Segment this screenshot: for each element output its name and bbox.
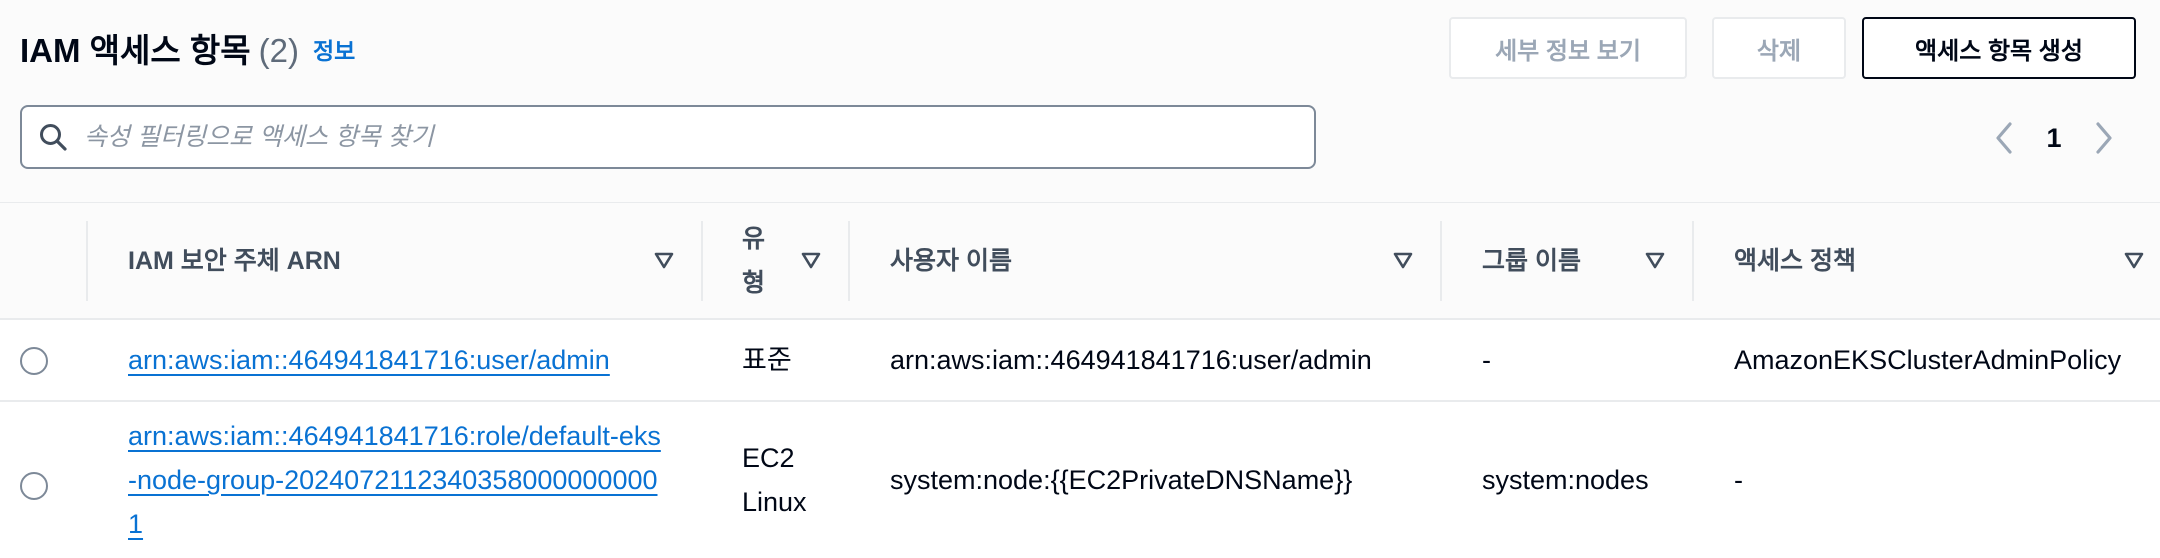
column-divider (1692, 221, 1694, 301)
column-header-label: IAM 보안 주체 ARN (128, 247, 341, 275)
sort-caret-icon (2124, 252, 2144, 269)
entry-count: (2) (258, 32, 299, 69)
type-cell: EC2 Linux (742, 443, 807, 517)
group-cell: system:nodes (1482, 465, 1649, 495)
principal-arn-link[interactable]: arn:aws:iam::464941841716:role/default-e… (128, 421, 661, 539)
row-select-radio[interactable] (20, 472, 48, 500)
column-header-label: 유형 (742, 225, 766, 297)
page-title: IAM 액세스 항목(2) 정보 (20, 24, 355, 72)
policy-cell: AmazonEKSClusterAdminPolicy (1734, 345, 2122, 375)
column-header-label: 사용자 이름 (890, 247, 1012, 275)
sort-caret-icon (654, 252, 674, 269)
username-cell: arn:aws:iam::464941841716:user/admin (890, 345, 1372, 375)
column-divider (848, 221, 850, 301)
filter-search-box (20, 105, 1316, 169)
sort-caret-icon (801, 252, 821, 269)
info-link[interactable]: 정보 (312, 38, 356, 64)
column-header-principal-arn[interactable]: IAM 보안 주체 ARN (128, 203, 674, 319)
page-title-text: IAM 액세스 항목 (20, 32, 251, 69)
group-cell: - (1482, 345, 1491, 375)
username-cell: system:node:{{EC2PrivateDNSName}} (890, 465, 1353, 495)
sort-caret-icon (1393, 252, 1413, 269)
row-select-radio[interactable] (20, 347, 48, 375)
next-page-button[interactable] (2084, 112, 2124, 164)
principal-arn-cell: arn:aws:iam::464941841716:role/default-e… (128, 402, 668, 558)
policy-cell: - (1734, 465, 1743, 495)
delete-button[interactable]: 삭제 (1712, 17, 1846, 79)
column-header-group[interactable]: 그룹 이름 (1482, 203, 1665, 319)
column-divider (86, 221, 88, 301)
current-page-number[interactable]: 1 (2046, 122, 2062, 153)
chevron-left-icon (1996, 122, 2012, 154)
column-header-label: 그룹 이름 (1482, 247, 1581, 275)
view-details-button[interactable]: 세부 정보 보기 (1449, 17, 1687, 79)
access-entries-header: IAM 액세스 항목(2) 정보 세부 정보 보기 삭제 액세스 항목 생성 1 (0, 0, 2160, 202)
column-header-username[interactable]: 사용자 이름 (890, 203, 1413, 319)
chevron-right-icon (2096, 122, 2112, 154)
principal-arn-cell: arn:aws:iam::464941841716:user/admin (128, 320, 688, 400)
filter-search-input[interactable] (82, 121, 1266, 153)
table-header-row: IAM 보안 주체 ARN 유형 사용자 이름 그룹 이름 (0, 202, 2160, 320)
column-header-policy[interactable]: 액세스 정책 (1734, 203, 2144, 319)
create-access-entry-button[interactable]: 액세스 항목 생성 (1862, 17, 2136, 79)
column-divider (1440, 221, 1442, 301)
column-divider (701, 221, 703, 301)
column-header-type[interactable]: 유형 (742, 203, 821, 319)
type-cell: 표준 (742, 345, 792, 375)
pagination: 1 (1984, 112, 2124, 164)
sort-caret-icon (1645, 252, 1665, 269)
table-row[interactable]: arn:aws:iam::464941841716:user/admin 표준 … (0, 320, 2160, 402)
principal-arn-link[interactable]: arn:aws:iam::464941841716:user/admin (128, 345, 610, 375)
table-row[interactable]: arn:aws:iam::464941841716:role/default-e… (0, 402, 2160, 558)
search-icon (40, 124, 67, 151)
previous-page-button[interactable] (1984, 112, 2024, 164)
column-header-label: 액세스 정책 (1734, 247, 1856, 275)
